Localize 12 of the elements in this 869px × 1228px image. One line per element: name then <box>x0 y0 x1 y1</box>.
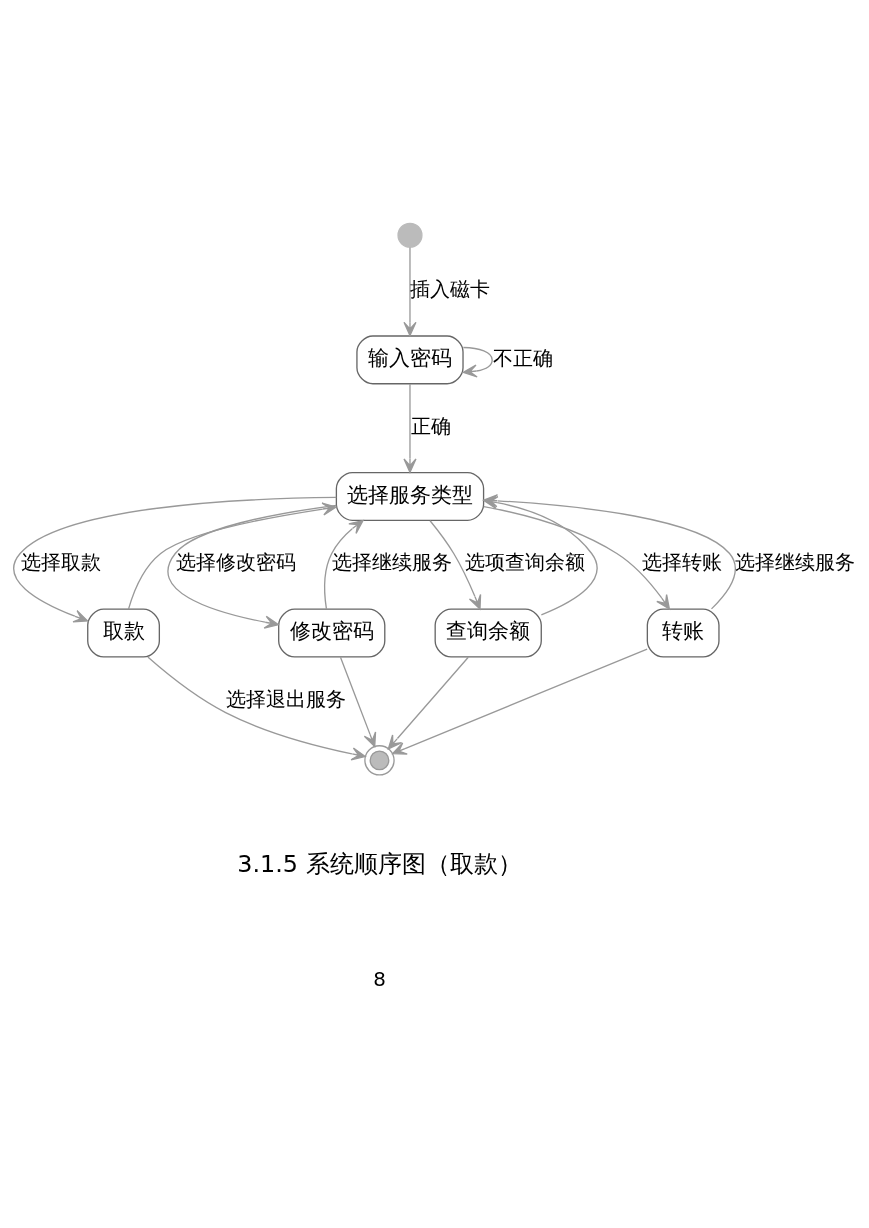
edge-label: 选项查询余额 <box>464 550 585 574</box>
edge-label: 选择修改密码 <box>175 550 296 574</box>
edge-label: 选择退出服务 <box>225 687 346 711</box>
label: 3.1.5 系统顺序图（取款） <box>237 849 522 878</box>
edge-label: 不正确 <box>492 346 553 370</box>
edge-label: 选择转账 <box>642 550 723 574</box>
edge-label: 选择继续服务 <box>735 550 856 574</box>
edge-label: 选择取款 <box>20 550 101 574</box>
label: 8 <box>373 967 386 991</box>
edge-label: 插入磁卡 <box>410 277 491 301</box>
edge-label: 正确 <box>410 414 451 438</box>
edge-label: 选择继续服务 <box>332 550 453 574</box>
